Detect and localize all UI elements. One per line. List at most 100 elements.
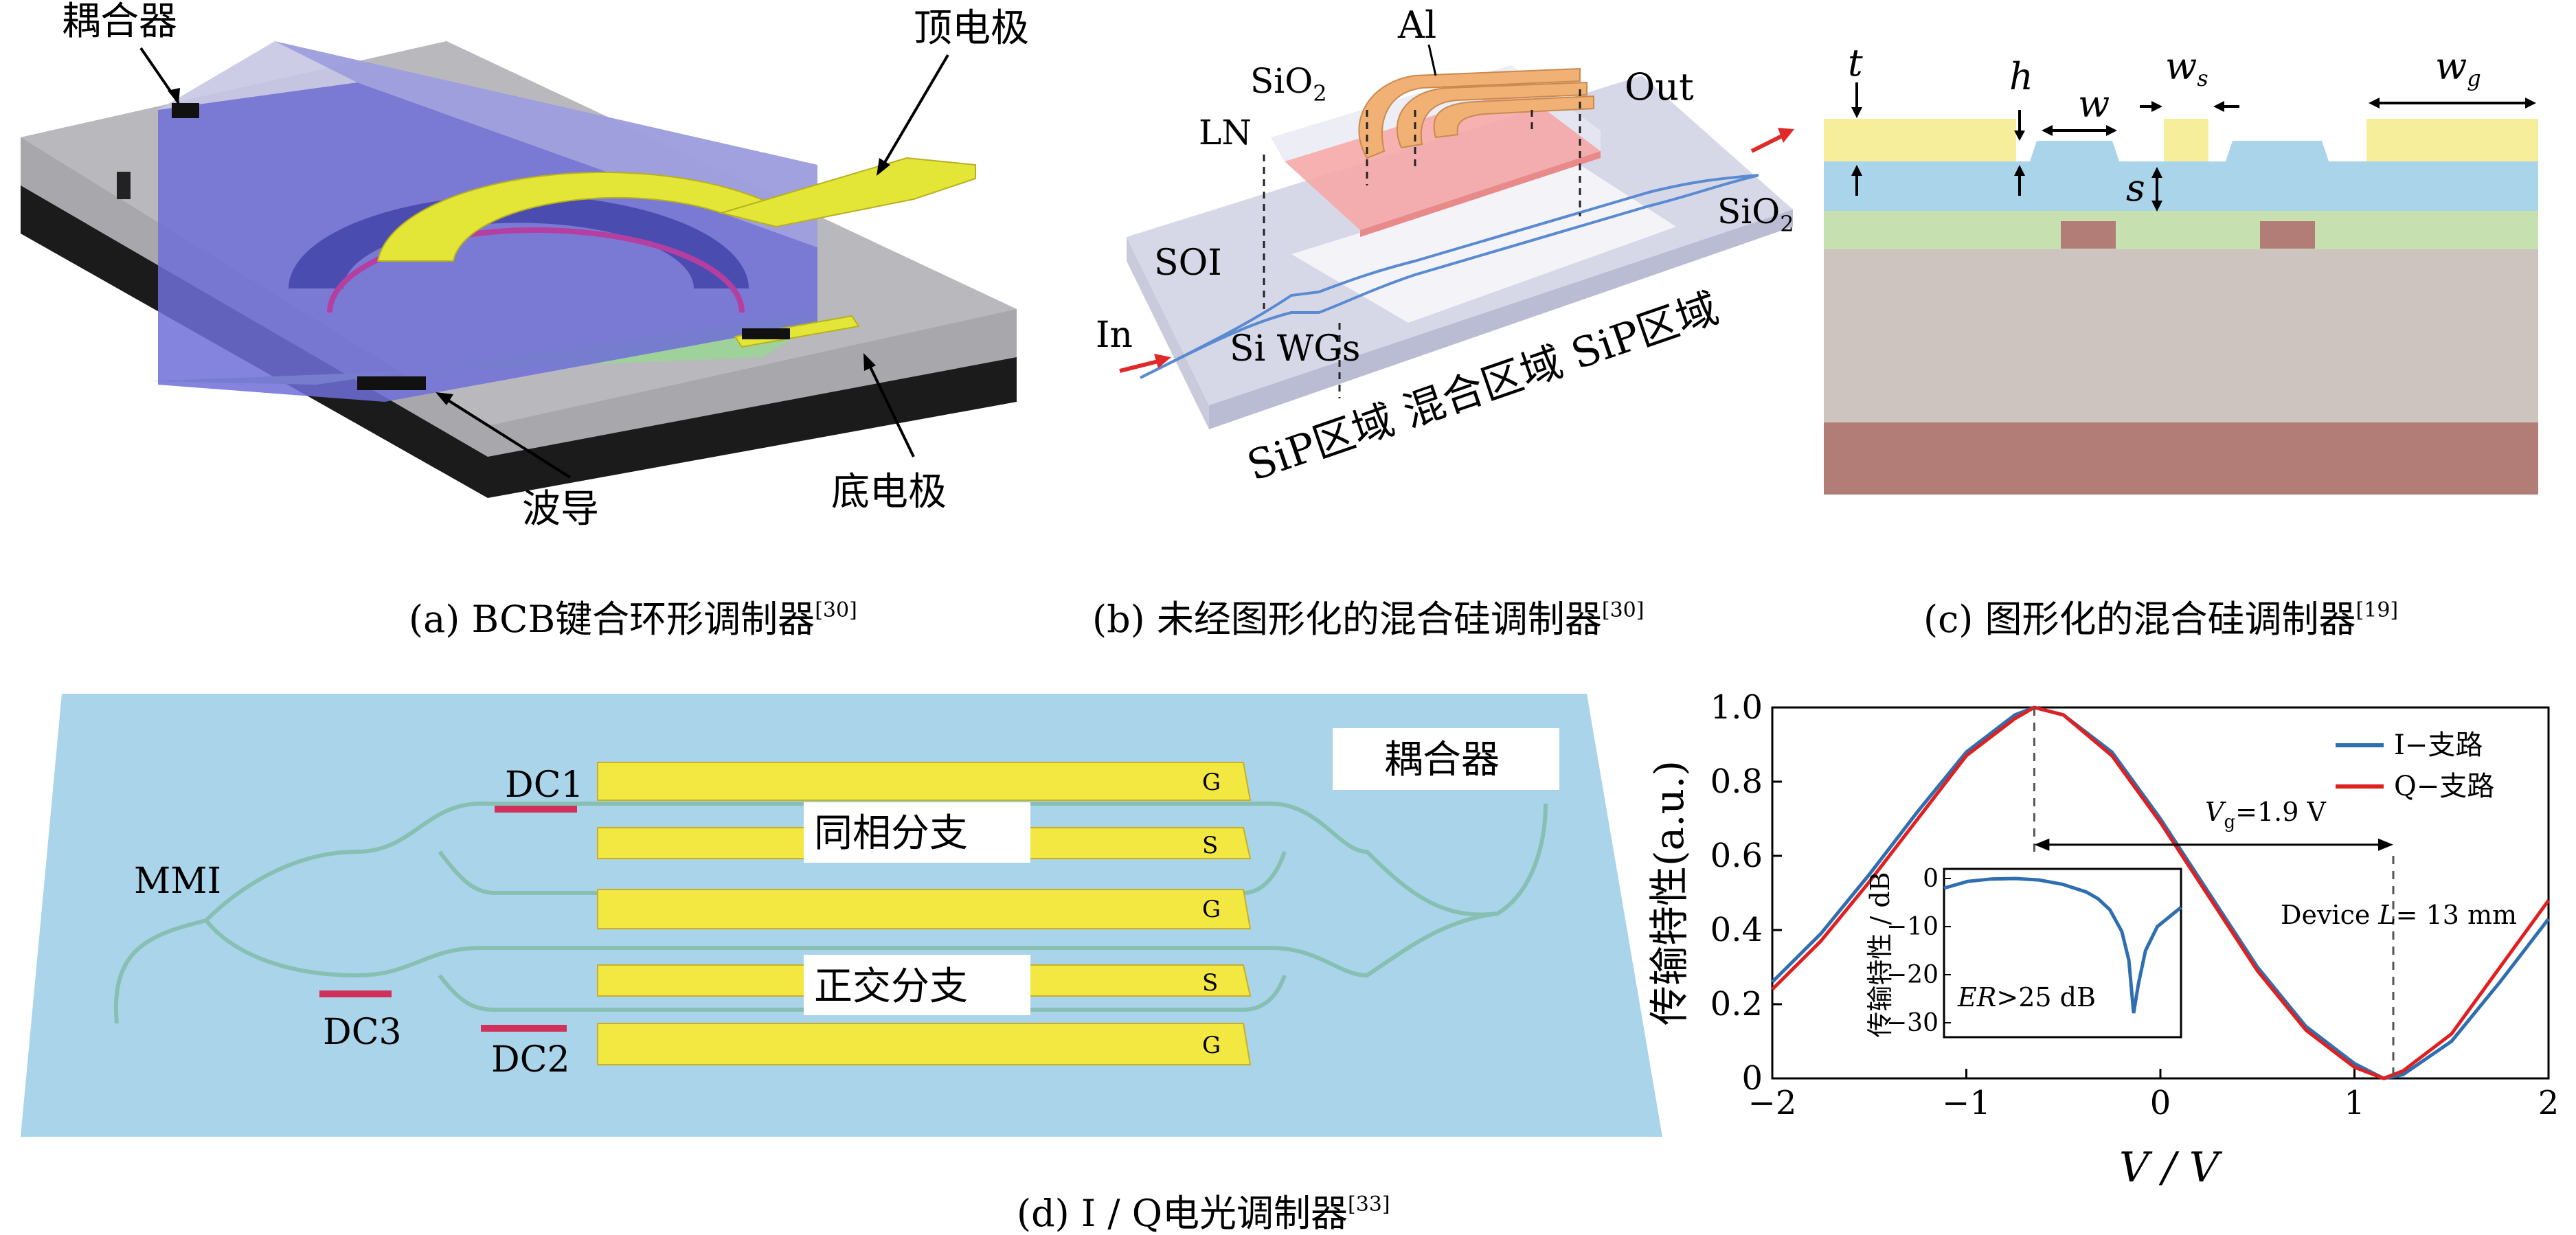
x-tick-label: 1 (2344, 1084, 2365, 1122)
inset-line (1943, 876, 2182, 1014)
label-sio2-right: SiO2 (1717, 192, 1794, 237)
y-tick-label: 1.0 (1710, 688, 1763, 727)
panel-c-cross-section: t h w ws wg s (c) 图形化的混合硅调制器[19] (1824, 41, 2538, 641)
arrow-out (1750, 132, 1787, 153)
y-tick-label: 0 (1741, 1059, 1763, 1098)
substrate-bottom (1824, 422, 2538, 495)
caption-d: (d) I / Q电光调制器[33] (1017, 1192, 1390, 1235)
electrode-letter-s2: S (1202, 969, 1218, 997)
si-waveguide-lower (1140, 174, 1759, 379)
chart-xlabel: V / V (2119, 1144, 2223, 1192)
arrow-top-electrode (878, 54, 949, 173)
chart-ylabel: 传输特性(a.u.) (1646, 760, 1693, 1026)
inset-plot: 0−10−20−30 传输特性 / dB ER>25 dB (1865, 865, 2182, 1039)
si-rib-left (2061, 221, 2116, 249)
x-tick-label: −1 (1942, 1084, 1991, 1122)
inset-y-tick-label: 0 (1923, 865, 1939, 893)
si-rib-right (2260, 221, 2315, 249)
label-ws: ws (2165, 45, 2208, 91)
label-bottom-electrode: 底电极 (831, 470, 947, 514)
chart-markers (2033, 707, 2395, 1078)
soi-substrate-front (1209, 209, 1793, 429)
annotation-device: Device L= 13 mm (2281, 900, 2517, 930)
chart-lines (1771, 705, 2551, 1080)
cladding-green-layer (151, 313, 817, 385)
electrode-g1 (597, 762, 1252, 801)
x-tick-label: 2 (2538, 1084, 2560, 1122)
label-coupler-d: 耦合器 (1384, 738, 1500, 782)
electrode-signal (2164, 119, 2208, 161)
si-waveguide-upper (1140, 174, 1759, 379)
coupler-grating (172, 103, 199, 118)
arrowhead-out (1778, 128, 1794, 143)
label-dc3: DC3 (323, 1012, 402, 1053)
electrodes (597, 762, 1252, 1065)
label-h: h (2009, 55, 2033, 98)
inset-annotation: ER>25 dB (1957, 982, 2096, 1012)
ridge-left (2030, 141, 2119, 161)
label-al: Al (1397, 3, 1436, 47)
label-wg: wg (2435, 45, 2481, 91)
label-quadrature: 正交分支 (814, 964, 968, 1009)
label-box-inphase (804, 802, 1030, 863)
ring-trench (289, 194, 749, 288)
arrowhead-coupler (168, 88, 180, 104)
soi-substrate-left (1127, 237, 1209, 429)
label-sio2-top: SiO2 (1250, 61, 1327, 106)
y-tick-label: 0.8 (1710, 762, 1763, 801)
label-w: w (2078, 82, 2110, 126)
electrode-g2 (597, 889, 1252, 929)
electrode-letter-g1: G (1202, 769, 1221, 796)
al-electrode-1 (1358, 67, 1581, 159)
series-line-q-branch (1771, 705, 2551, 1080)
electrode-letters: G S G S G (1202, 769, 1221, 1059)
electrode-g3 (597, 1023, 1252, 1065)
label-soi: SOI (1154, 242, 1222, 284)
label-coupler: 耦合器 (62, 0, 177, 44)
label-t: t (1848, 41, 1863, 84)
ring-waveguide (327, 227, 745, 313)
inset-ylabel: 传输特性 / dB (1865, 872, 1895, 1037)
panel-d-iq-modulator: G S G S G 同相分支 正交分支 耦合器 MMI DC1 DC3 DC2 … (21, 694, 1662, 1235)
electrode-left (1824, 119, 2016, 161)
pointer-al (1427, 44, 1437, 76)
label-in: In (1096, 315, 1133, 356)
chart-legend: I−支路 Q−支路 (2336, 729, 2494, 802)
green-layer (1824, 209, 2538, 249)
substrate-grey (1824, 247, 2538, 426)
label-dc2: DC2 (491, 1039, 570, 1080)
bcb-block-front (158, 82, 817, 402)
electrode-letter-g2: G (1202, 896, 1221, 923)
dashed-guides (1263, 89, 1581, 398)
arrowhead-in (1154, 354, 1171, 368)
y-tick-label: 0.6 (1710, 837, 1763, 875)
label-si-wgs: Si WGs (1230, 328, 1360, 370)
caption-c: (c) 图形化的混合硅调制器[19] (1923, 598, 2398, 641)
x-tick-label: −2 (1748, 1084, 1797, 1122)
inset-y-tick-label: −20 (1886, 961, 1939, 989)
inset-series-line (1943, 876, 2182, 1014)
x-tick-label: 0 (2150, 1084, 2171, 1122)
inset-y-tick-label: −30 (1886, 1009, 1939, 1037)
waveguide-port-left (357, 376, 426, 390)
ln-film-edge (1360, 151, 1601, 237)
series-line-i-branch (1771, 705, 2550, 1080)
inset-frame (1943, 868, 2182, 1039)
y-tick-label: 0.2 (1710, 985, 1763, 1023)
arrow-bottom-electrode (864, 356, 915, 457)
top-electrode-arm (719, 157, 976, 228)
panel-e-transmission-chart: −2 −1 0 1 2 0 0.2 0.4 0.6 0.8 1.0 V / V 传输特性(a.u.)… (1646, 688, 2559, 1192)
label-out: Out (1625, 65, 1694, 109)
arrowhead-bottom-electrode (863, 353, 876, 371)
label-dc1: DC1 (505, 764, 584, 806)
y-tick-label: 0.4 (1710, 911, 1763, 949)
al-electrode-3 (1433, 95, 1594, 139)
chart-ticks: −2 −1 0 1 2 0 0.2 0.4 0.6 0.8 1.0 (1710, 688, 2560, 1122)
label-top-electrode: 顶电极 (914, 6, 1029, 51)
electrode-letter-g3: G (1202, 1032, 1221, 1059)
coupler-grating-side (117, 172, 131, 199)
electrode-letter-s1: S (1202, 832, 1218, 859)
al-electrode-2 (1396, 81, 1588, 149)
label-box-coupler (1333, 728, 1559, 790)
vg-arrowhead-left (2034, 838, 2050, 851)
